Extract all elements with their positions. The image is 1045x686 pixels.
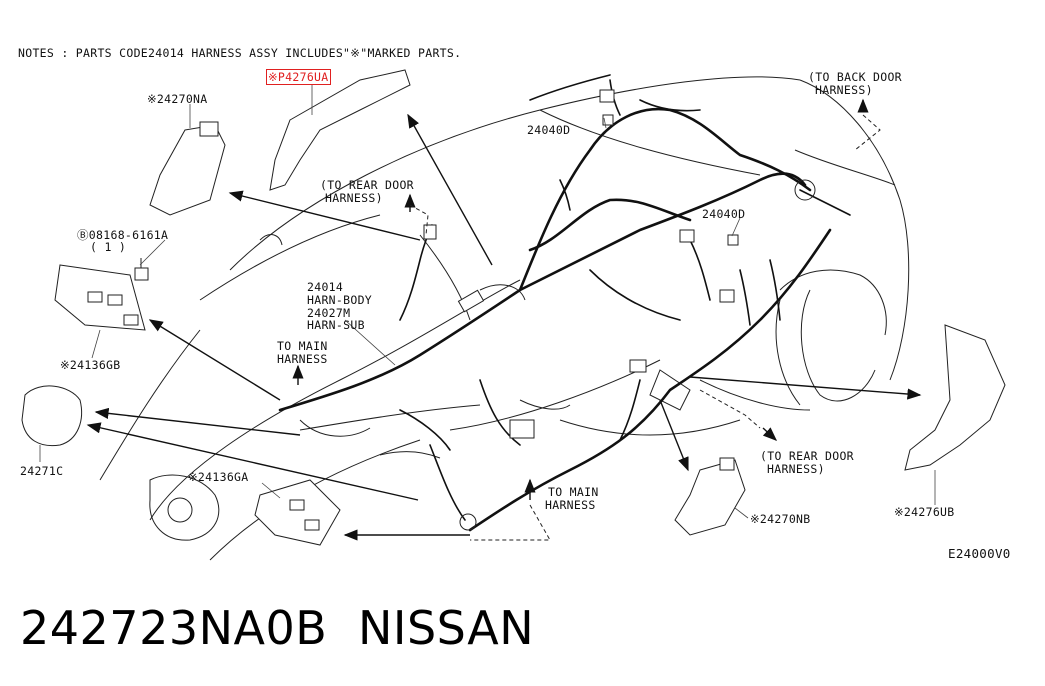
part-label-p4276ua: ※P4276UA — [266, 69, 331, 85]
main-harness-label-bottom-2: HARNESS — [545, 498, 596, 512]
caption-brand: NISSAN — [358, 601, 535, 655]
caption-part-number: 242723NA0B — [20, 601, 328, 655]
part-label-08168: Ⓑ08168-6161A — [77, 228, 169, 242]
harness-label-2: HARN-BODY — [307, 293, 373, 307]
notes-text: NOTES : PARTS CODE24014 HARNESS ASSY INC… — [18, 46, 462, 60]
part-24270nb — [674, 457, 746, 536]
part-bolt-08168 — [134, 258, 149, 281]
part-24136ga — [254, 479, 341, 546]
part-p4276ua — [269, 69, 411, 191]
part-label-24136gb: ※24136GB — [60, 358, 121, 372]
part-label-24270na: ※24270NA — [147, 92, 208, 106]
rear-door-harness-label-top-2: HARNESS) — [325, 191, 383, 205]
part-24136gb — [54, 264, 146, 331]
harness-wiring — [278, 74, 851, 532]
part-24270na — [149, 121, 226, 216]
rear-door-harness-label-right-1: (TO REAR DOOR — [760, 449, 854, 463]
harness-label-3: 24027M — [307, 306, 351, 320]
part-24040d-clips — [602, 114, 739, 246]
wiring-harness-diagram — [21, 69, 1006, 561]
callout-arrows — [39, 85, 936, 541]
main-harness-label-bottom-1: TO MAIN — [548, 485, 599, 499]
back-door-harness-label-1: (TO BACK DOOR — [808, 70, 902, 84]
part-24271c — [21, 385, 83, 447]
part-label-24040d-top: 24040D — [527, 123, 571, 137]
harness-label-1: 24014 — [307, 280, 344, 294]
main-harness-label-left-2: HARNESS — [277, 352, 328, 366]
part-label-24271c: 24271C — [20, 464, 64, 478]
highlighted-part-label: ※P4276UA — [266, 69, 331, 85]
harness-label-4: HARN-SUB — [307, 318, 365, 332]
rear-door-harness-label-right-2: HARNESS) — [767, 462, 825, 476]
vehicle-body-outline — [99, 76, 910, 561]
main-harness-label-left-1: TO MAIN — [277, 339, 328, 353]
part-label-24276ub: ※24276UB — [894, 505, 955, 519]
rear-door-harness-label-top-1: (TO REAR DOOR — [320, 178, 414, 192]
part-label-24136ga: ※24136GA — [188, 470, 249, 484]
part-label-24270nb: ※24270NB — [750, 512, 811, 526]
part-24276ub — [904, 324, 1006, 471]
figure-code: E24000V0 — [948, 546, 1011, 561]
back-door-harness-label-2: HARNESS) — [815, 83, 873, 97]
part-label-24040d-right: 24040D — [702, 207, 746, 221]
part-qty-08168: ( 1 ) — [90, 240, 127, 254]
